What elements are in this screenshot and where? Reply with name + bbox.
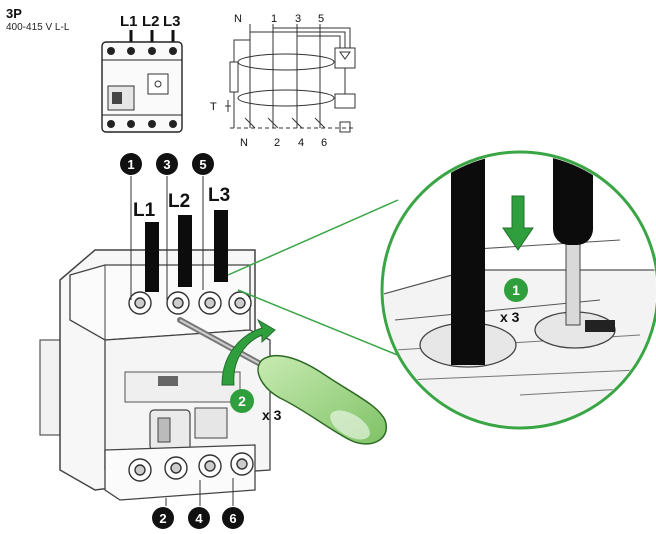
schematic-label-3: 3 — [295, 13, 301, 25]
small-device-phase-label-l1: L1 — [120, 13, 138, 30]
schematic-label-5: 5 — [318, 13, 324, 25]
terminal-badge-4 — [188, 507, 210, 529]
terminal-badge-5 — [192, 153, 214, 175]
phase-label-l2: L2 — [168, 191, 190, 212]
terminal-number-6: 6 — [229, 511, 236, 526]
terminal-badge-1 — [120, 153, 142, 175]
schematic-label-6: 6 — [321, 137, 327, 149]
screwdriver-illustration — [177, 317, 388, 445]
terminal-number-badges-top: 1 3 5 — [120, 153, 214, 175]
step-2-number: 2 — [238, 393, 246, 409]
terminal-number-1: 1 — [127, 157, 134, 172]
schematic-label-1: 1 — [271, 13, 277, 25]
phase-label-l3: L3 — [208, 185, 230, 206]
step-2-badge — [230, 389, 254, 413]
terminal-badge-6 — [222, 507, 244, 529]
wiring-schematic: N 1 3 5 T N 2 4 6 — [210, 13, 356, 149]
terminal-badge-3 — [156, 153, 178, 175]
small-device-illustration: L1 L2 L3 — [101, 13, 183, 133]
step-1-multiplier: x 3 — [500, 309, 520, 325]
step-1-badge — [504, 278, 528, 302]
step-1-number: 1 — [512, 282, 520, 298]
push-down-arrow-icon — [502, 195, 534, 251]
schematic-test-label: T — [210, 101, 217, 113]
terminal-number-4: 4 — [195, 511, 203, 526]
small-device-phase-label-l3: L3 — [163, 13, 181, 30]
rotate-arrow-icon — [221, 318, 276, 386]
terminal-badge-2 — [152, 507, 174, 529]
terminal-number-2: 2 — [159, 511, 166, 526]
zoom-callout: 1 x 3 — [227, 150, 656, 430]
schematic-label-2: 2 — [274, 137, 280, 149]
phase-label-l1: L1 — [133, 200, 156, 221]
step-2-multiplier: x 3 — [262, 407, 282, 423]
schematic-label-n-bottom: N — [240, 137, 248, 149]
small-device-phase-label-l2: L2 — [142, 13, 160, 30]
terminal-number-3: 3 — [163, 157, 170, 172]
terminal-leader-lines — [130, 176, 234, 506]
voltage-rating-label: 400-415 V L-L — [6, 22, 70, 33]
terminal-number-5: 5 — [199, 157, 206, 172]
terminal-number-badges-bottom: 2 4 6 — [152, 507, 244, 529]
schematic-label-4: 4 — [298, 137, 304, 149]
schematic-label-n-top: N — [234, 13, 242, 25]
pole-count-label: 3P — [6, 6, 22, 21]
